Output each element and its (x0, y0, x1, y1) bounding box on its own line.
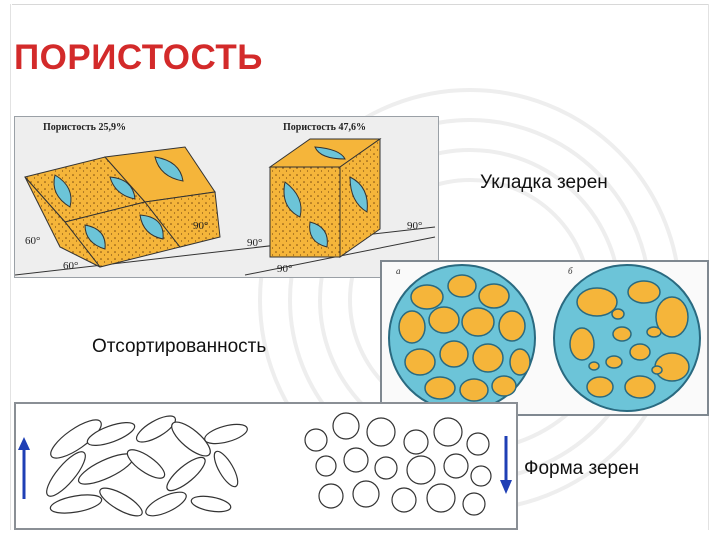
shape-diagram (16, 404, 516, 528)
round-grains (305, 413, 491, 515)
angle-left-2: 60° (63, 260, 78, 272)
angle-left-3: 90° (193, 220, 208, 232)
packing-diagram (15, 117, 438, 277)
packing-figure: Пористость 25,9% Пористость 47,6% (14, 116, 439, 278)
angle-left-1: 60° (25, 235, 40, 247)
cubic-packing (270, 139, 380, 257)
shape-figure (14, 402, 518, 530)
rhombohedral-packing (25, 147, 220, 267)
angle-right-1: 90° (247, 237, 262, 249)
sorting-figure: а б (380, 260, 709, 416)
sorting-diagram (382, 262, 707, 414)
poorly-sorted-circle (554, 265, 700, 411)
caption-shape: Форма зерен (524, 458, 639, 480)
well-sorted-circle (389, 265, 535, 411)
caption-packing: Укладка зерен (480, 172, 608, 194)
angle-right-2: 90° (277, 263, 292, 275)
slide-title: ПОРИСТОСТЬ (14, 38, 263, 78)
angle-right-3: 90° (407, 220, 422, 232)
caption-sorting: Отсортированность (92, 336, 266, 358)
elongated-grains (41, 411, 249, 521)
